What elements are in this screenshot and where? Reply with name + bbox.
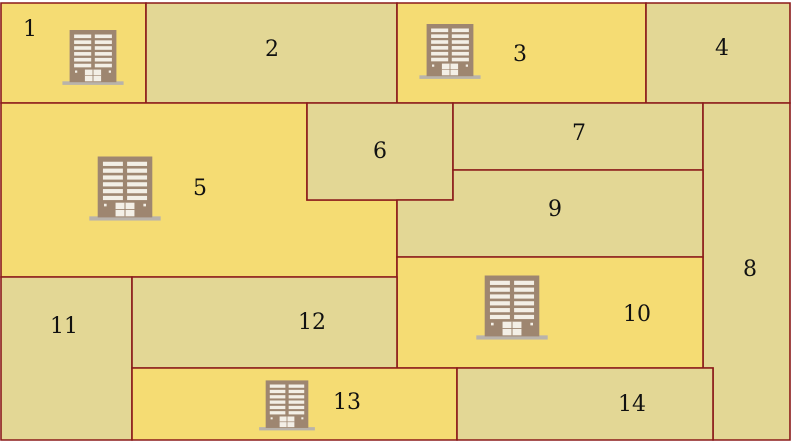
parcel-label-6: 6 bbox=[373, 139, 387, 164]
parcel-label-10: 10 bbox=[623, 302, 651, 327]
office-building-icon bbox=[62, 29, 124, 85]
parcel-label-3: 3 bbox=[513, 42, 527, 67]
parcel-11[interactable] bbox=[0, 276, 133, 441]
parcel-10[interactable] bbox=[396, 256, 704, 369]
parcel-12[interactable] bbox=[131, 276, 398, 369]
office-building-icon bbox=[476, 275, 548, 340]
office-building-icon bbox=[419, 23, 481, 79]
parcel-label-13: 13 bbox=[333, 390, 361, 415]
parcel-label-14: 14 bbox=[618, 392, 646, 417]
parcel-label-11: 11 bbox=[50, 314, 78, 339]
parcel-label-5: 5 bbox=[193, 176, 207, 201]
parcel-label-9: 9 bbox=[548, 197, 562, 222]
parcel-label-8: 8 bbox=[743, 257, 757, 282]
parcel-label-1: 1 bbox=[23, 17, 37, 42]
parcel-label-12: 12 bbox=[298, 310, 326, 335]
parcel-label-4: 4 bbox=[715, 36, 729, 61]
parcel-14[interactable] bbox=[456, 367, 714, 441]
office-building-icon bbox=[259, 380, 315, 431]
parcel-label-2: 2 bbox=[265, 37, 279, 62]
building-icons bbox=[62, 23, 548, 431]
office-building-icon bbox=[89, 156, 161, 221]
parcel-label-7: 7 bbox=[572, 121, 586, 146]
